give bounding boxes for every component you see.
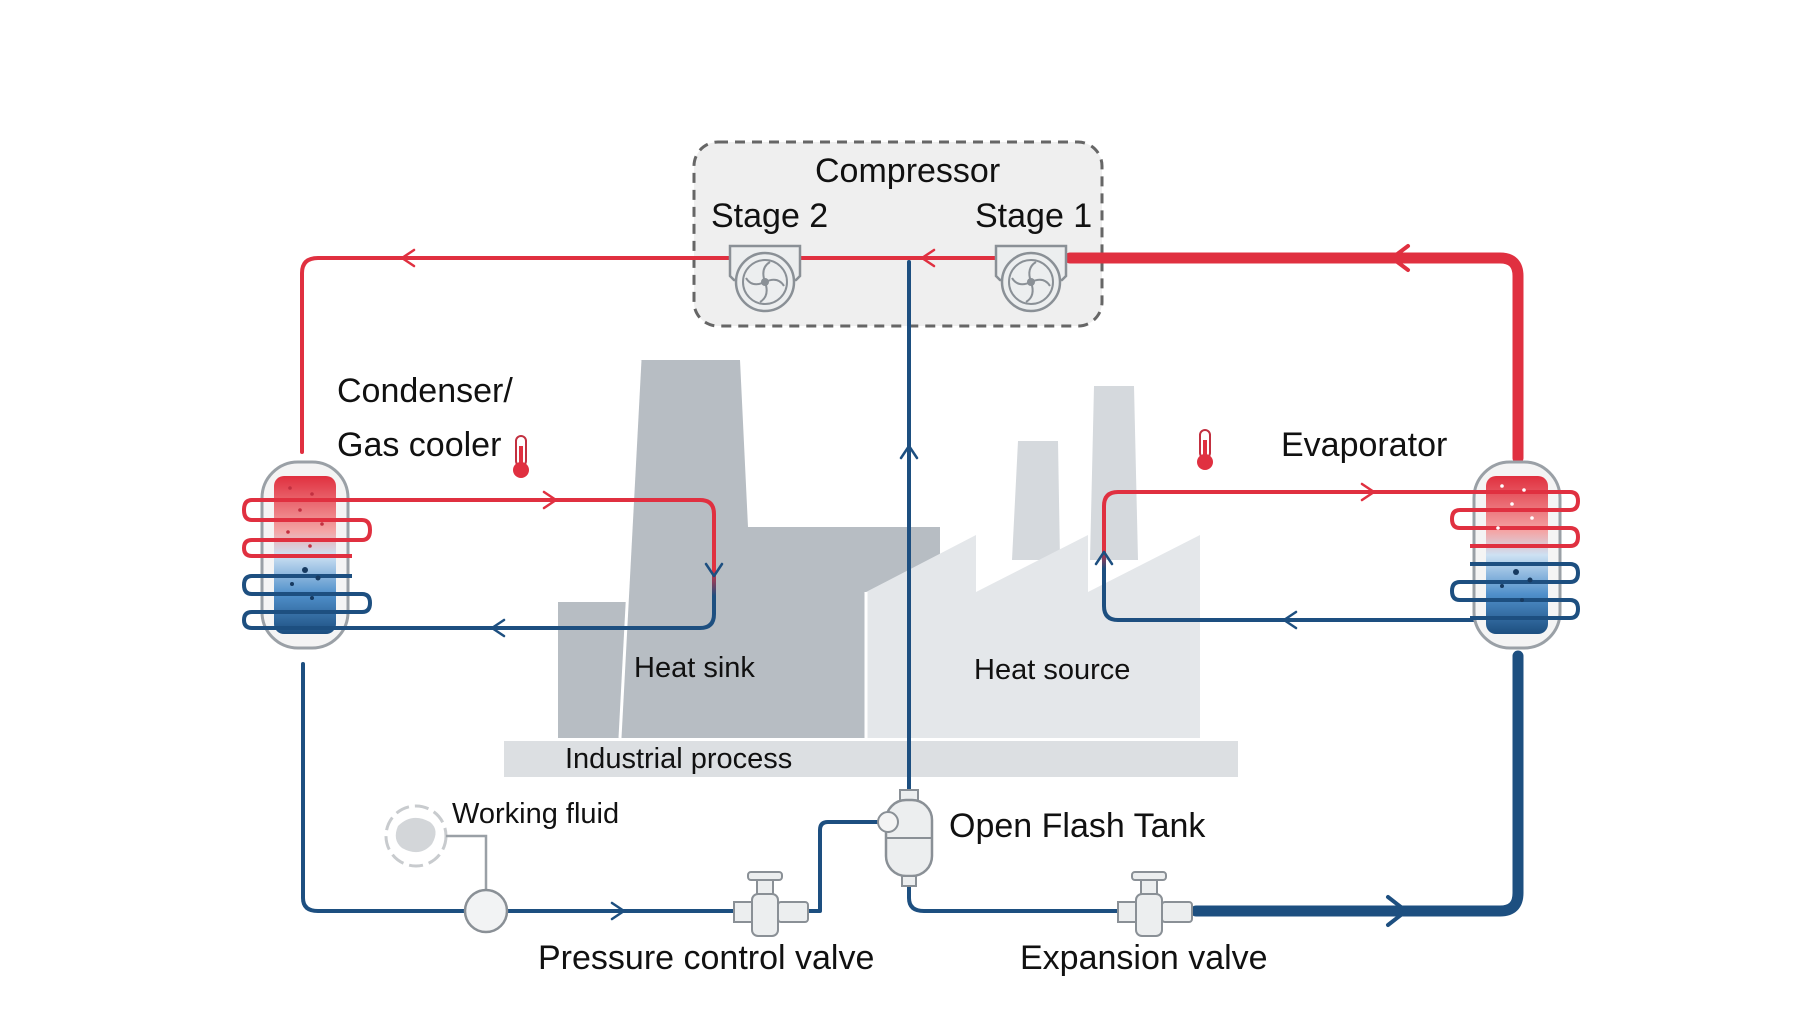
compressor-label: Compressor [815, 152, 1001, 190]
expansion-valve-label: Expansion valve [1020, 939, 1268, 977]
stage-1-compressor [994, 244, 1068, 313]
flow-arrows [400, 244, 1410, 927]
factory-heat-source [864, 386, 1200, 738]
stage-2-label: Stage 2 [711, 197, 829, 235]
industrial-process-base [504, 741, 1238, 777]
working-fluid-icon [384, 804, 509, 934]
gas-cooler-label: Gas cooler [337, 426, 502, 464]
factory-heat-sink [558, 359, 940, 739]
heat-sink-loop [338, 498, 716, 630]
evaporator-tank [1450, 460, 1580, 650]
thermometer-icon [513, 435, 529, 478]
condenser-tank [242, 460, 372, 650]
stage-1-label: Stage 1 [975, 197, 1093, 235]
condenser-label: Condenser/ [337, 372, 513, 410]
stage-2-compressor [728, 244, 802, 313]
valve-icon [733, 871, 809, 937]
working-fluid-label: Working fluid [452, 798, 620, 830]
thermometer-icon [1197, 429, 1213, 470]
flash-tank-icon [877, 789, 934, 887]
industrial-process-label: Industrial process [565, 743, 793, 775]
heat-source-loop [1102, 490, 1482, 622]
pressure-control-valve-label: Pressure control valve [538, 939, 875, 977]
open-flash-tank-label: Open Flash Tank [949, 807, 1206, 845]
valve-icon [1117, 871, 1193, 937]
heat-sink-label: Heat sink [634, 652, 755, 684]
evaporator-label: Evaporator [1281, 426, 1448, 464]
heat-source-label: Heat source [974, 654, 1131, 686]
